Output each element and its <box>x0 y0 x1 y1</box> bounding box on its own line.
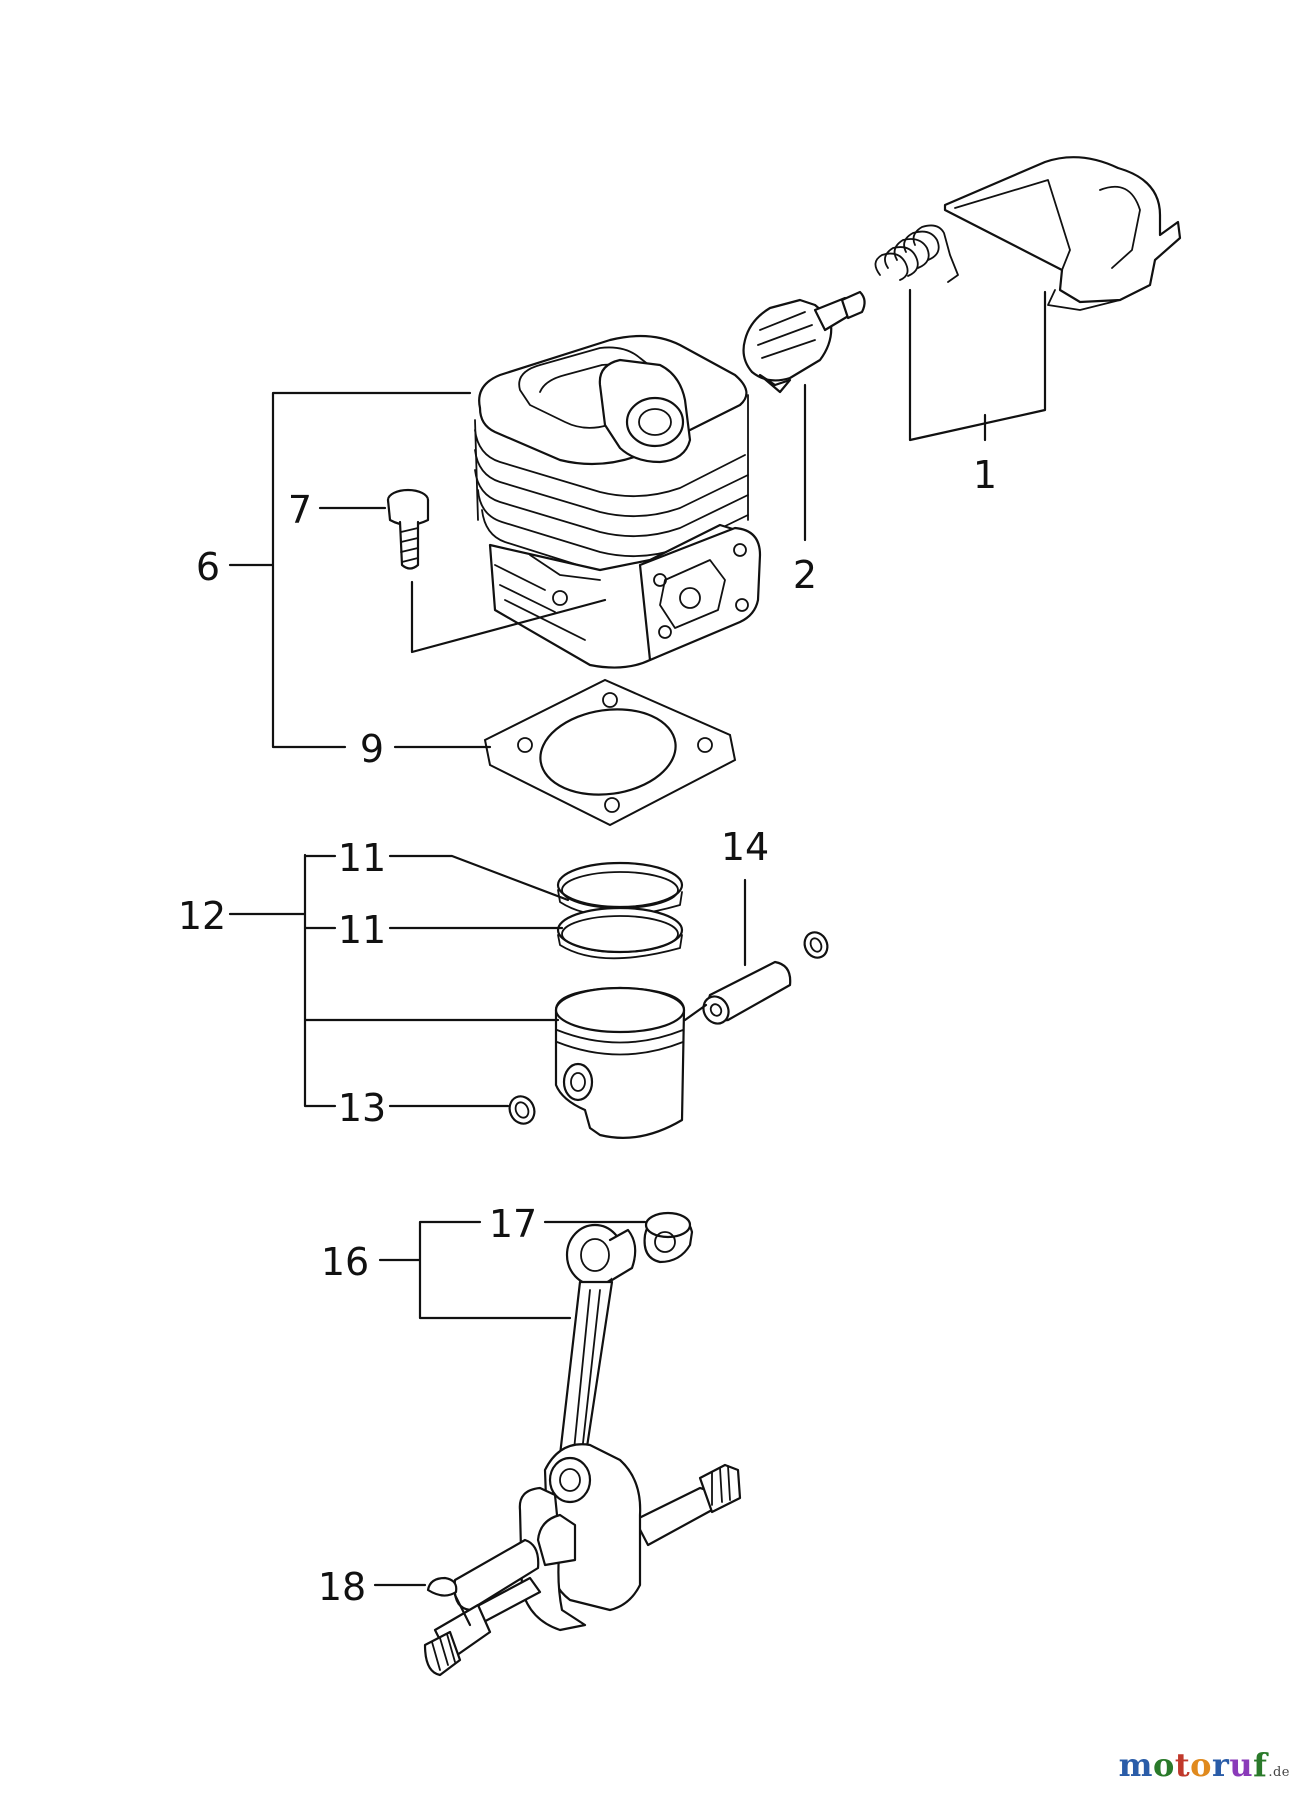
callout-9: 9 <box>360 727 384 771</box>
pin-clip <box>803 931 829 959</box>
watermark-letter: r <box>1211 1746 1230 1784</box>
circlip <box>508 1095 536 1125</box>
piston <box>554 986 686 1139</box>
callout-14: 14 <box>721 825 769 869</box>
callout-17: 17 <box>489 1202 537 1246</box>
callout-2: 2 <box>793 553 817 597</box>
callout-16: 16 <box>321 1240 369 1284</box>
watermark-letter: o <box>1152 1746 1175 1784</box>
spark-plug <box>742 290 866 394</box>
callout-11-upper: 11 <box>338 836 386 880</box>
watermark-suffix: .de <box>1268 1765 1290 1780</box>
callout-18: 18 <box>318 1565 366 1609</box>
watermark-letter: m <box>1118 1746 1153 1784</box>
callout-6: 6 <box>196 545 220 589</box>
watermark-logo: motoruf.de <box>1119 1746 1290 1784</box>
piston-pin <box>702 960 792 1025</box>
bolt <box>386 488 430 570</box>
piston-rings <box>556 861 684 960</box>
leader-lines <box>228 288 1047 1627</box>
callout-12: 12 <box>178 894 226 938</box>
callout-1: 1 <box>973 453 997 497</box>
watermark-letter: o <box>1190 1746 1212 1784</box>
watermark-letter: t <box>1174 1746 1191 1784</box>
spring <box>874 224 959 283</box>
cylinder <box>474 334 762 669</box>
crankshaft <box>423 1223 742 1677</box>
gasket <box>483 678 737 827</box>
callout-11-lower: 11 <box>338 908 386 952</box>
needle-bearing <box>643 1211 694 1264</box>
callout-7: 7 <box>288 488 312 532</box>
air-cover <box>943 156 1182 311</box>
watermark-letter: f <box>1253 1746 1268 1784</box>
callout-numbers: 1 2 6 7 9 11 11 12 13 14 16 17 18 <box>178 453 997 1609</box>
callout-13: 13 <box>338 1086 386 1130</box>
watermark-letter: u <box>1229 1746 1254 1784</box>
